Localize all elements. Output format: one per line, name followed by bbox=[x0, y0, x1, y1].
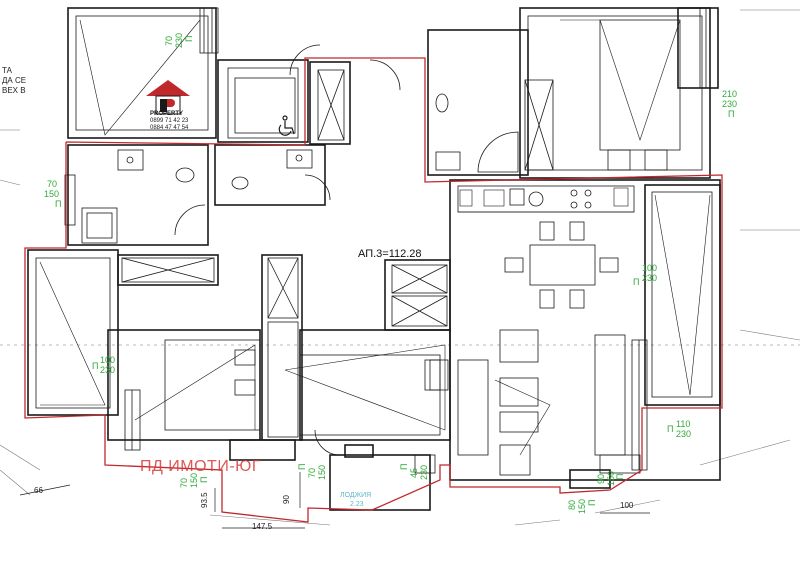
loggia-area: 2.23 bbox=[350, 501, 364, 508]
loggia-label: ЛОДЖИЯ bbox=[340, 492, 372, 499]
logo-phone-1: 0899 71 42 23 bbox=[150, 118, 189, 124]
watermark: ПД ИМОТИ-ЮГ bbox=[140, 458, 261, 475]
house-logo-icon bbox=[146, 80, 190, 115]
fixtures bbox=[81, 93, 592, 244]
dimension-lines bbox=[19, 472, 650, 529]
property-logo bbox=[140, 78, 196, 132]
shafts bbox=[121, 69, 554, 438]
fragment-1: ТА bbox=[2, 66, 12, 75]
dim-66: 66 bbox=[34, 486, 43, 495]
dim-90: 90 bbox=[282, 495, 291, 504]
fragment-3: ВЕХ В bbox=[2, 86, 26, 95]
kitchen-counter bbox=[458, 187, 634, 213]
furniture bbox=[164, 19, 681, 476]
dim-93-5: 93.5 bbox=[200, 492, 209, 508]
apartment-label: АП.3=112.28 bbox=[358, 248, 422, 260]
room-diagonals bbox=[39, 19, 711, 456]
logo-brand: PROPERTY bbox=[150, 111, 184, 117]
wheelchair-icon bbox=[278, 115, 295, 136]
wall-openings bbox=[64, 7, 719, 474]
apartment-outline bbox=[24, 57, 723, 523]
dim-100: 100 bbox=[620, 501, 634, 510]
dim-147-5: 147.5 bbox=[252, 522, 273, 531]
site-lines bbox=[0, 9, 800, 526]
logo-phone-2: 0884 47 47 54 bbox=[150, 125, 189, 131]
walls bbox=[27, 7, 721, 511]
fragment-2: ДА СЕ bbox=[2, 76, 27, 85]
